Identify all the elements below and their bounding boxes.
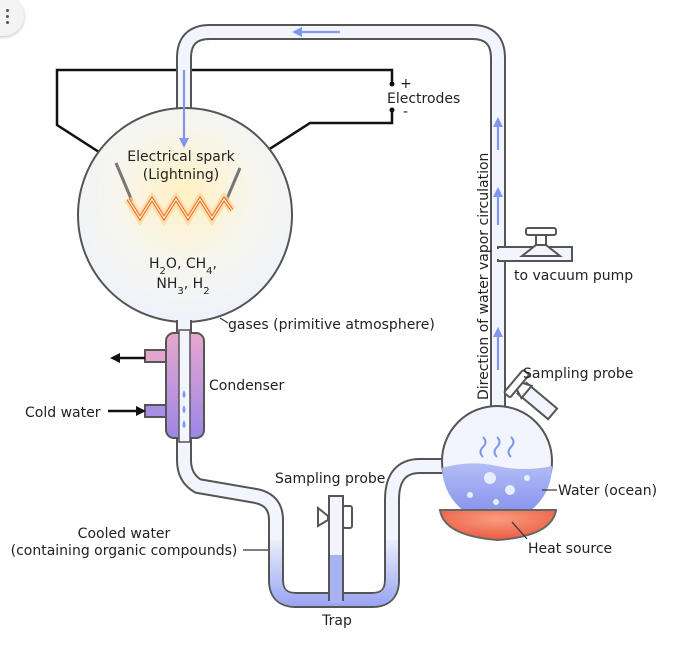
electrode-terminal-plus xyxy=(389,81,395,87)
trap-probe-label: Sampling probe xyxy=(275,471,385,487)
circulation-label: Direction of water vapor circulation xyxy=(476,153,492,400)
heat-label: Heat source xyxy=(528,541,612,557)
electrode-wires xyxy=(55,68,394,170)
spark-label-line1: Electrical spark xyxy=(127,149,235,165)
electrodes-plus-label: + xyxy=(400,76,412,92)
condenser-arrows xyxy=(108,353,146,416)
leader-lines xyxy=(219,317,557,551)
trap-sampling-probe[interactable] xyxy=(317,495,353,603)
cooled-water-label-line1: Cooled water xyxy=(78,526,171,542)
trap-water xyxy=(270,540,398,606)
flask-probe-label: Sampling probe xyxy=(523,366,633,382)
heat-source xyxy=(438,509,558,542)
condenser xyxy=(144,329,205,443)
circulation-tube xyxy=(176,24,506,438)
electrodes-label: Electrodes xyxy=(387,91,460,107)
flask-sampling-probe[interactable] xyxy=(503,369,562,426)
electrode-rods xyxy=(114,162,242,202)
ocean-flask xyxy=(441,369,562,523)
condenser-label: Condenser xyxy=(209,378,284,394)
steam-icon xyxy=(479,436,515,458)
electrode-terminal-minus xyxy=(389,107,395,113)
vacuum-label: to vacuum pump xyxy=(514,268,633,284)
water-label: Water (ocean) xyxy=(558,483,657,499)
dot-icon xyxy=(6,21,9,24)
trap-label: Trap xyxy=(321,613,352,629)
flow-arrows xyxy=(179,27,503,370)
cooled-water-label-line2: (containing organic compounds) xyxy=(11,543,238,559)
electrodes-minus-label: - xyxy=(403,104,408,120)
dot-icon xyxy=(6,15,9,18)
formula-line1: H2O, CH4, xyxy=(149,256,217,277)
cold-water-label: Cold water xyxy=(25,405,101,421)
gases-label: gases (primitive atmosphere) xyxy=(228,317,435,333)
spark-label-line2: (Lightning) xyxy=(143,167,219,183)
vacuum-branch xyxy=(493,227,573,262)
dot-icon xyxy=(6,9,9,12)
formula-line2: NH3, H2 xyxy=(156,276,209,297)
